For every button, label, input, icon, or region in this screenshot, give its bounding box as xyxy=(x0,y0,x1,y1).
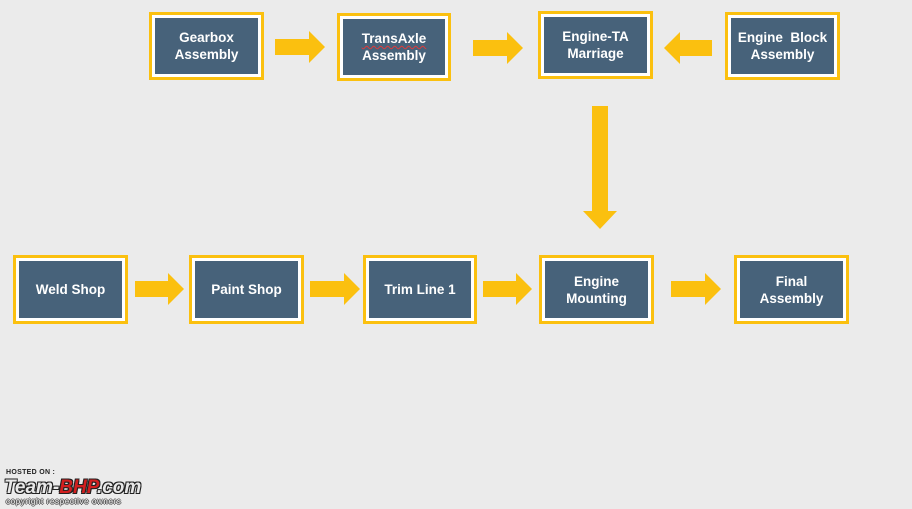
watermark-logo-part1: Team- xyxy=(4,477,60,498)
node-label: TransAxle xyxy=(361,31,427,46)
arrow-transaxle-to-engine-ta xyxy=(473,32,523,64)
node-label: Assembly xyxy=(174,47,239,62)
arrow-gearbox-to-transaxle xyxy=(275,31,325,63)
node-trim-line-1: Trim Line 1 xyxy=(363,255,477,324)
arrow-engine-ta-to-engine-mounting xyxy=(583,106,617,229)
node-label: Trim Line 1 xyxy=(384,282,456,297)
arrow-paint-to-trim xyxy=(310,273,360,305)
node-label: Engine-TA xyxy=(562,29,629,44)
node-final-assembly: Final Assembly xyxy=(734,255,849,324)
node-label: Assembly xyxy=(362,48,426,63)
node-paint-shop: Paint Shop xyxy=(189,255,304,324)
node-label: Final xyxy=(775,273,808,289)
watermark-logo: Team-BHP.com xyxy=(4,477,141,499)
arrow-trim-to-engine-mounting xyxy=(483,273,532,305)
watermark-copyright: copyright respective owners xyxy=(6,497,122,506)
arrow-engine-mounting-to-final xyxy=(671,273,721,305)
node-gearbox-assembly: Gearbox Assembly xyxy=(149,12,264,80)
node-label: Engine xyxy=(573,273,619,289)
node-label: Paint Shop xyxy=(211,282,282,297)
node-transaxle-assembly: TransAxle Assembly xyxy=(337,13,451,81)
node-label: Mounting xyxy=(566,290,627,306)
node-label: Assembly xyxy=(759,290,824,306)
node-label: Weld Shop xyxy=(35,282,106,297)
watermark-logo-part2: BHP xyxy=(59,477,97,498)
node-label: Assembly xyxy=(750,47,815,62)
node-label: Engine Block xyxy=(737,30,828,45)
team-bhp-watermark: HOSTED ON : Team-BHP.com copyright respe… xyxy=(4,469,194,507)
node-label: Marriage xyxy=(567,46,624,61)
node-engine-ta-marriage: Engine-TA Marriage xyxy=(538,11,653,79)
arrow-engine-block-to-engine-ta xyxy=(664,32,712,64)
node-engine-block-assembly: Engine Block Assembly xyxy=(725,12,840,80)
arrow-weld-to-paint xyxy=(135,273,184,305)
node-weld-shop: Weld Shop xyxy=(13,255,128,324)
node-engine-mounting: Engine Mounting xyxy=(539,255,654,324)
watermark-logo-part3: .com xyxy=(96,477,142,498)
node-label: Gearbox xyxy=(179,30,234,45)
watermark-hosted-on: HOSTED ON : xyxy=(6,469,56,476)
